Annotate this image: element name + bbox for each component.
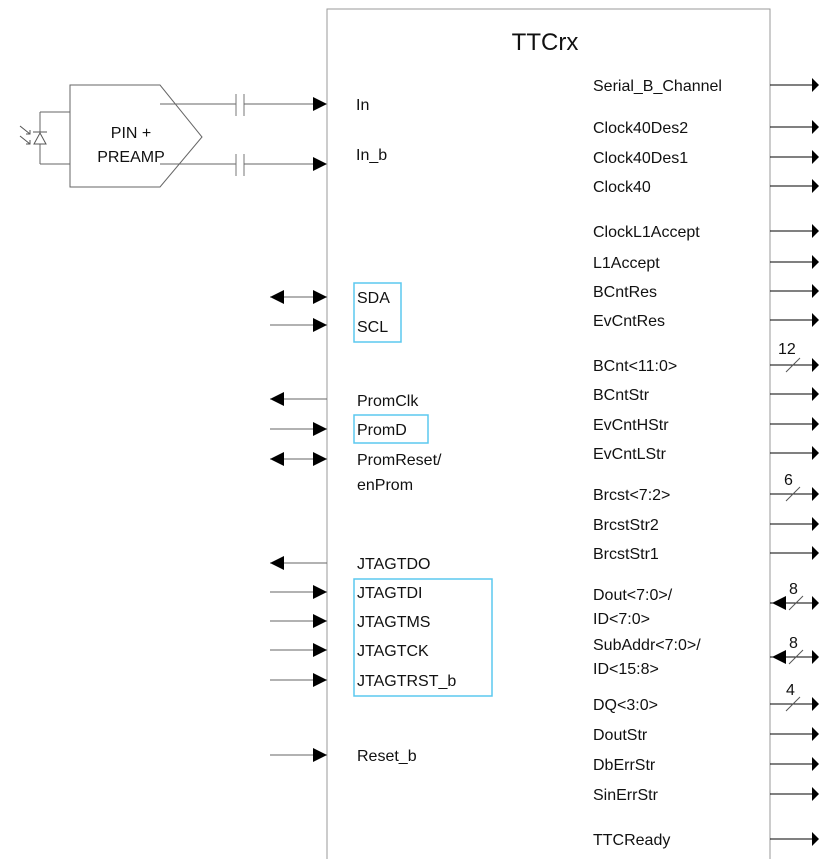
- pin-dout: Dout<7:0>/: [593, 587, 673, 604]
- pin-sinerrstr: SinErrStr: [593, 787, 659, 804]
- left-pin-arrows: [270, 290, 327, 762]
- pin-jtagtms: JTAGTMS: [357, 614, 430, 631]
- pin-clock40des2: Clock40Des2: [593, 120, 688, 137]
- preamp-label-line1: PIN +: [111, 125, 151, 142]
- pin-evcnthstr: EvCntHStr: [593, 417, 669, 434]
- bus-width-subaddr: 8: [789, 635, 798, 652]
- pin-jtagtdi: JTAGTDI: [357, 585, 422, 602]
- pin-doutstr: DoutStr: [593, 727, 648, 744]
- pin-bcnt: BCnt<11:0>: [593, 358, 677, 375]
- promd-highlight: [353, 414, 429, 444]
- bus-slash-dout: [788, 595, 804, 611]
- pin-id-7-0: ID<7:0>: [593, 611, 650, 628]
- pin-clockl1accept: ClockL1Accept: [593, 224, 700, 241]
- pin-in: In: [356, 97, 369, 114]
- pin-id-15-8: ID<15:8>: [593, 661, 659, 678]
- pin-sda: SDA: [357, 290, 390, 307]
- pin-dq: DQ<3:0>: [593, 697, 658, 714]
- chip-title: TTCrx: [512, 29, 579, 56]
- pin-promclk: PromClk: [357, 393, 419, 410]
- pin-clock40: Clock40: [593, 179, 651, 196]
- pin-reset-b: Reset_b: [357, 748, 417, 765]
- bus-slash-subaddr: [788, 649, 804, 665]
- right-pin-arrows: [770, 78, 819, 846]
- bus-width-dq: 4: [786, 682, 795, 699]
- pin-serial-b-channel: Serial_B_Channel: [593, 78, 722, 95]
- pin-brcststr1: BrcstStr1: [593, 546, 659, 563]
- bus-width-bcnt: 12: [778, 341, 796, 358]
- pin-evcntlstr: EvCntLStr: [593, 446, 667, 463]
- pin-scl: SCL: [357, 319, 388, 336]
- preamp-label-line2: PREAMP: [97, 149, 165, 166]
- bus-slash-dq: [785, 696, 801, 712]
- bus-width-dout: 8: [789, 581, 798, 598]
- photodiode-preamp: PIN + PREAMP: [19, 84, 327, 188]
- ttcrx-chip-box: [326, 8, 771, 859]
- pin-clock40des1: Clock40Des1: [593, 150, 688, 167]
- bus-width-brcst: 6: [784, 472, 793, 489]
- i2c-group-highlight: [353, 282, 402, 343]
- pin-promd: PromD: [357, 422, 407, 439]
- pin-dberrstr: DbErrStr: [593, 757, 656, 774]
- pin-bcntres: BCntRes: [593, 284, 657, 301]
- bus-slash-brcst: [785, 486, 801, 502]
- pin-bcntstr: BCntStr: [593, 387, 650, 404]
- pin-l1accept: L1Accept: [593, 255, 660, 272]
- pin-subaddr: SubAddr<7:0>/: [593, 637, 701, 654]
- pin-enprom: enProm: [357, 477, 413, 494]
- pin-brcst: Brcst<7:2>: [593, 487, 670, 504]
- pin-jtagtck: JTAGTCK: [357, 643, 429, 660]
- preamp-symbol: [69, 84, 203, 188]
- pin-in-b: In_b: [356, 147, 387, 164]
- pin-jtagtdo: JTAGTDO: [357, 556, 430, 573]
- photodiode-icon: [19, 111, 70, 165]
- pin-ttcready: TTCReady: [593, 832, 670, 849]
- pin-jtagtrst-b: JTAGTRST_b: [357, 673, 456, 690]
- pin-evcntres: EvCntRes: [593, 313, 665, 330]
- pin-brcststr2: BrcstStr2: [593, 517, 659, 534]
- pin-promreset: PromReset/: [357, 452, 442, 469]
- bus-slash-bcnt: [785, 357, 801, 373]
- jtag-group-highlight: [353, 578, 493, 697]
- bus-width-markers: [785, 357, 804, 712]
